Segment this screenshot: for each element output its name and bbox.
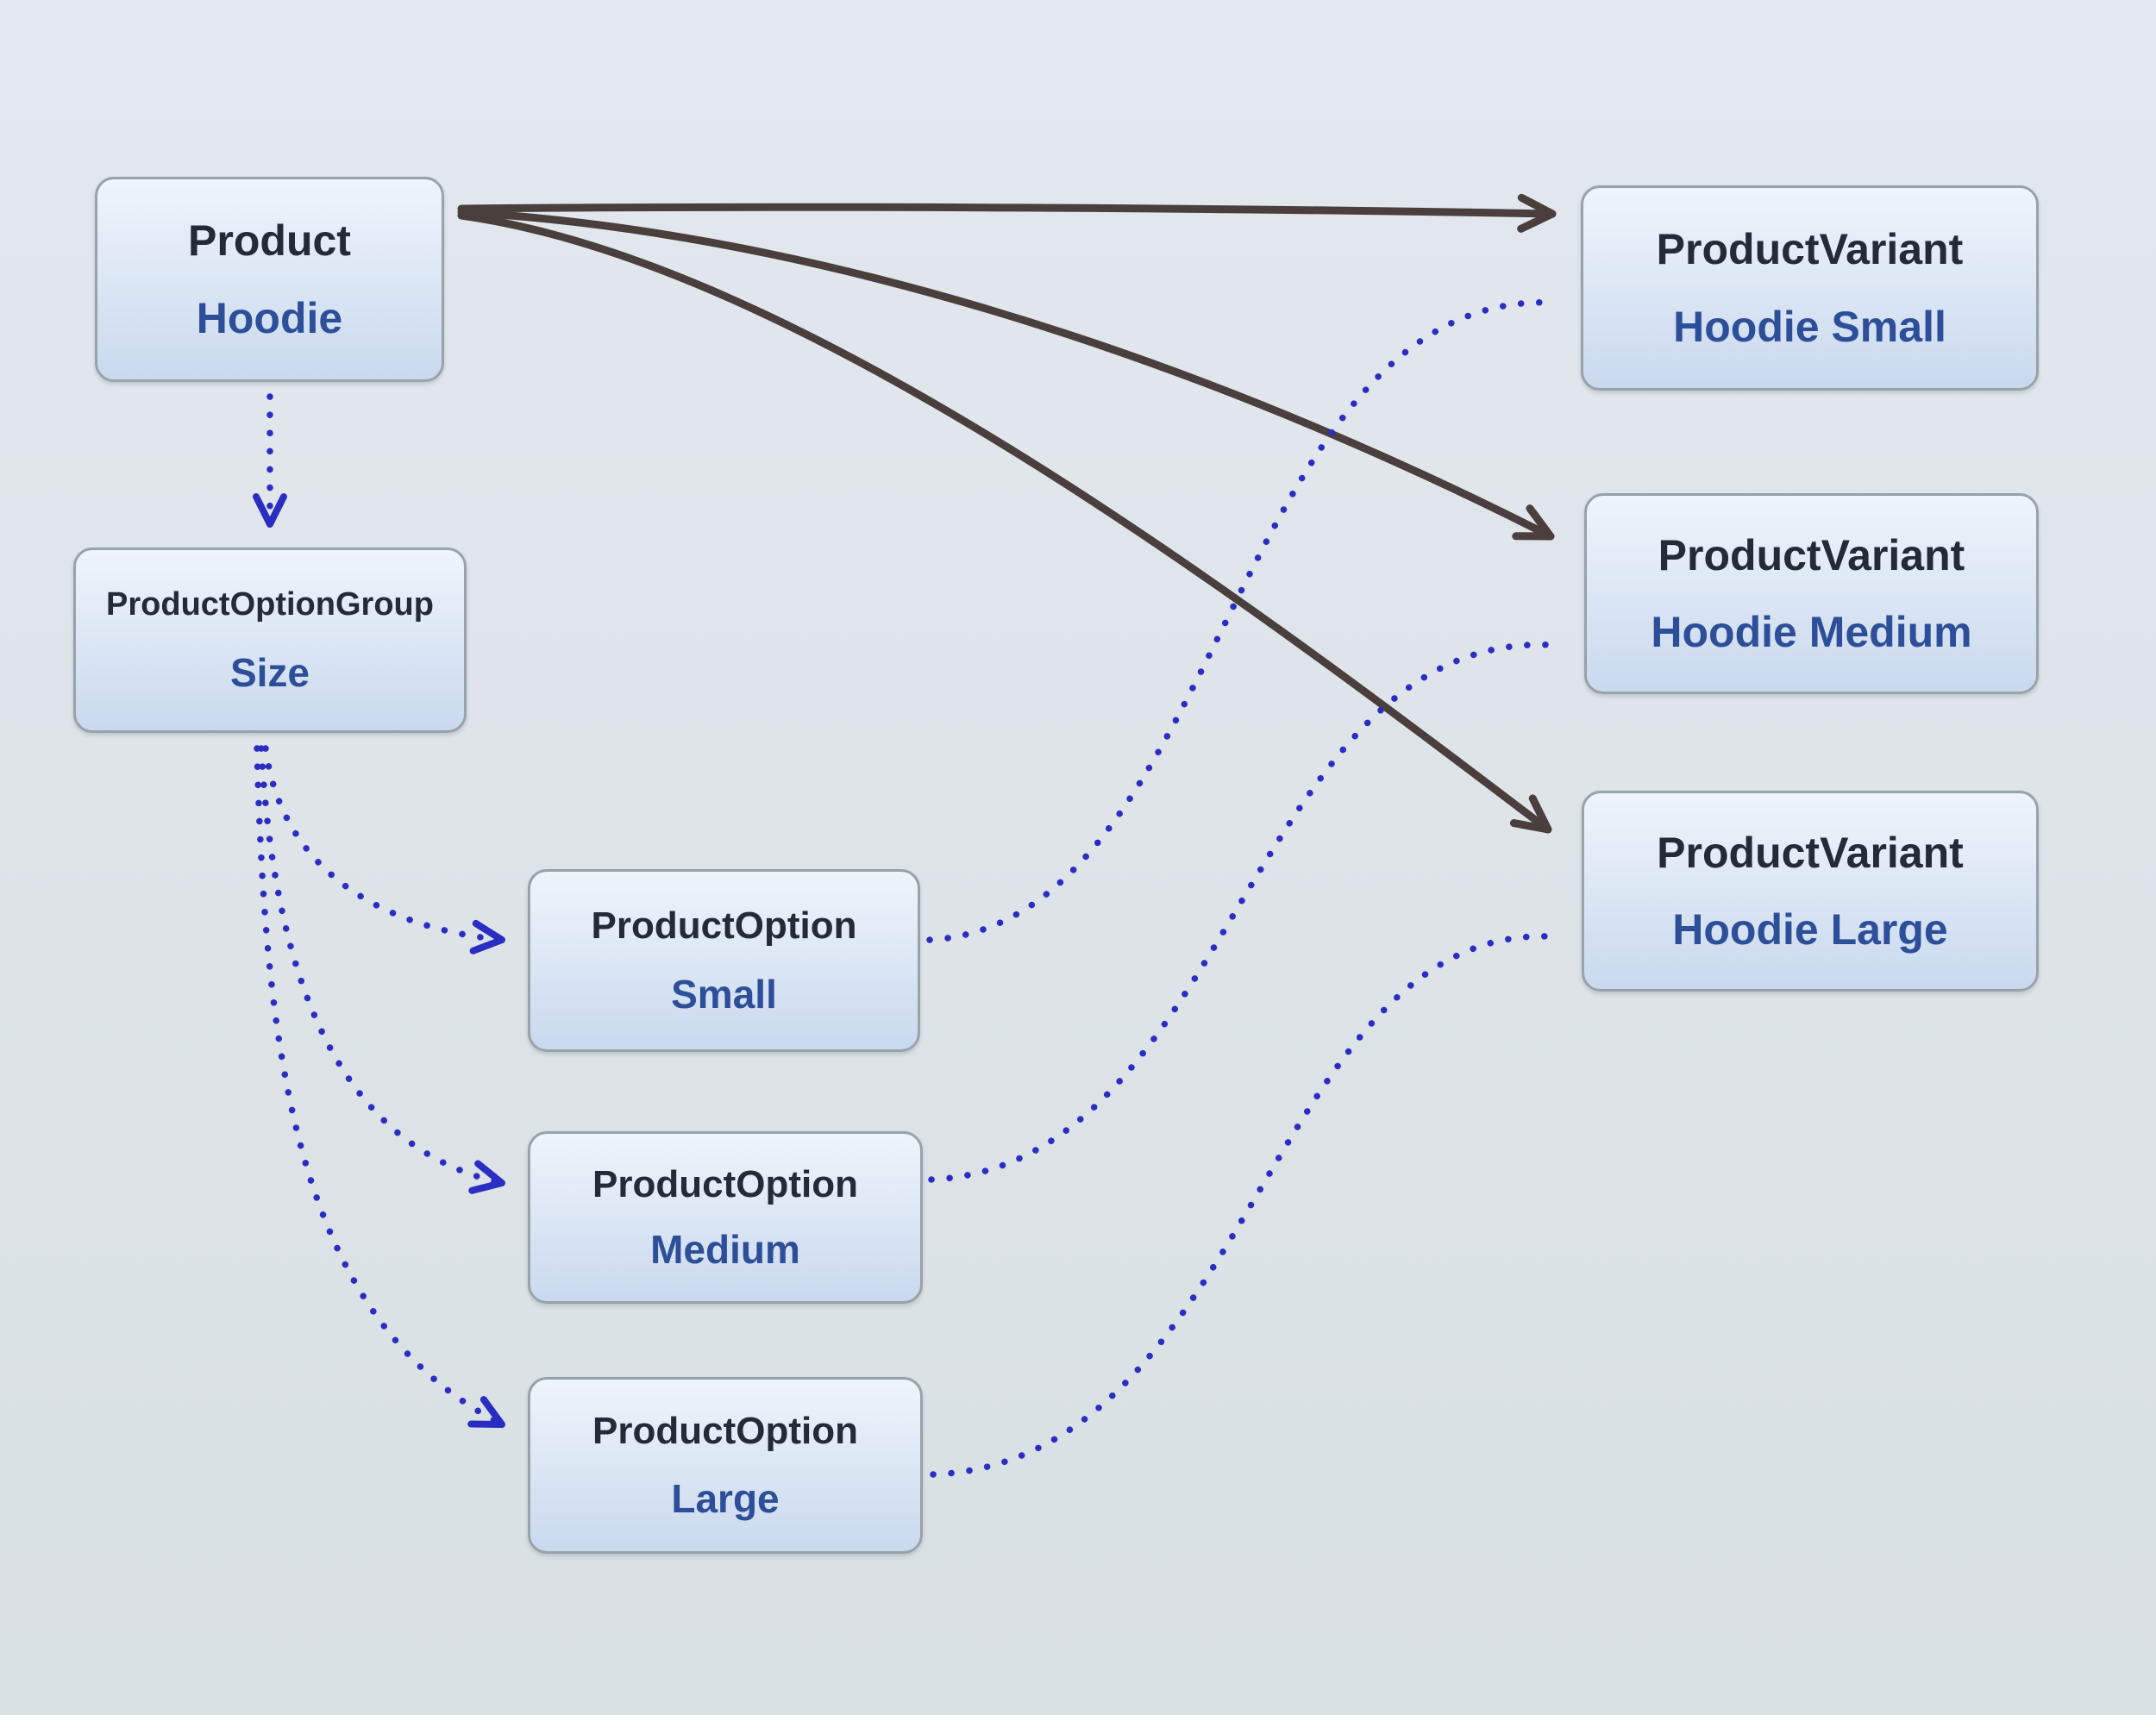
- edge-option-large-to-variant-large: [930, 933, 1551, 1478]
- node-value-label: Hoodie Small: [1673, 303, 1946, 351]
- node-value-label: Large: [671, 1475, 780, 1521]
- edge-product-to-variant-large: [457, 211, 1552, 834]
- node-product: Product Hoodie: [95, 177, 444, 382]
- node-product-variant-small: ProductVariant Hoodie Small: [1581, 185, 2039, 391]
- node-product-option-small: ProductOption Small: [528, 869, 920, 1052]
- node-type-label: ProductOption: [591, 904, 857, 947]
- node-type-label: ProductOption: [592, 1162, 858, 1205]
- edge-optiongroup-to-option-large: [254, 745, 505, 1428]
- node-type-label: ProductOptionGroup: [106, 585, 434, 623]
- node-product-option-group: ProductOptionGroup Size: [73, 548, 467, 733]
- edge-product-to-variant-small: [457, 193, 1557, 233]
- node-type-label: Product: [188, 216, 351, 265]
- node-value-label: Hoodie Medium: [1651, 607, 1972, 656]
- node-type-label: ProductOption: [592, 1410, 858, 1453]
- node-type-label: ProductVariant: [1657, 829, 1964, 878]
- node-value-label: Medium: [650, 1227, 800, 1273]
- node-value-label: Hoodie Large: [1672, 904, 1948, 954]
- node-value-label: Small: [671, 972, 777, 1017]
- node-value-label: Hoodie: [196, 294, 343, 342]
- node-product-variant-large: ProductVariant Hoodie Large: [1582, 791, 2039, 992]
- edge-product-to-variant-medium: [457, 208, 1555, 541]
- edge-optiongroup-to-option-small: [262, 745, 505, 955]
- node-type-label: ProductVariant: [1656, 225, 1964, 273]
- node-type-label: ProductVariant: [1658, 531, 1965, 580]
- node-value-label: Size: [229, 650, 310, 696]
- node-product-variant-medium: ProductVariant Hoodie Medium: [1584, 493, 2039, 694]
- node-product-option-large: ProductOption Large: [528, 1377, 923, 1554]
- edge-option-small-to-variant-small: [926, 299, 1557, 943]
- node-product-option-medium: ProductOption Medium: [528, 1131, 923, 1304]
- edge-optiongroup-to-option-medium: [258, 745, 505, 1194]
- edge-option-medium-to-variant-medium: [928, 642, 1556, 1183]
